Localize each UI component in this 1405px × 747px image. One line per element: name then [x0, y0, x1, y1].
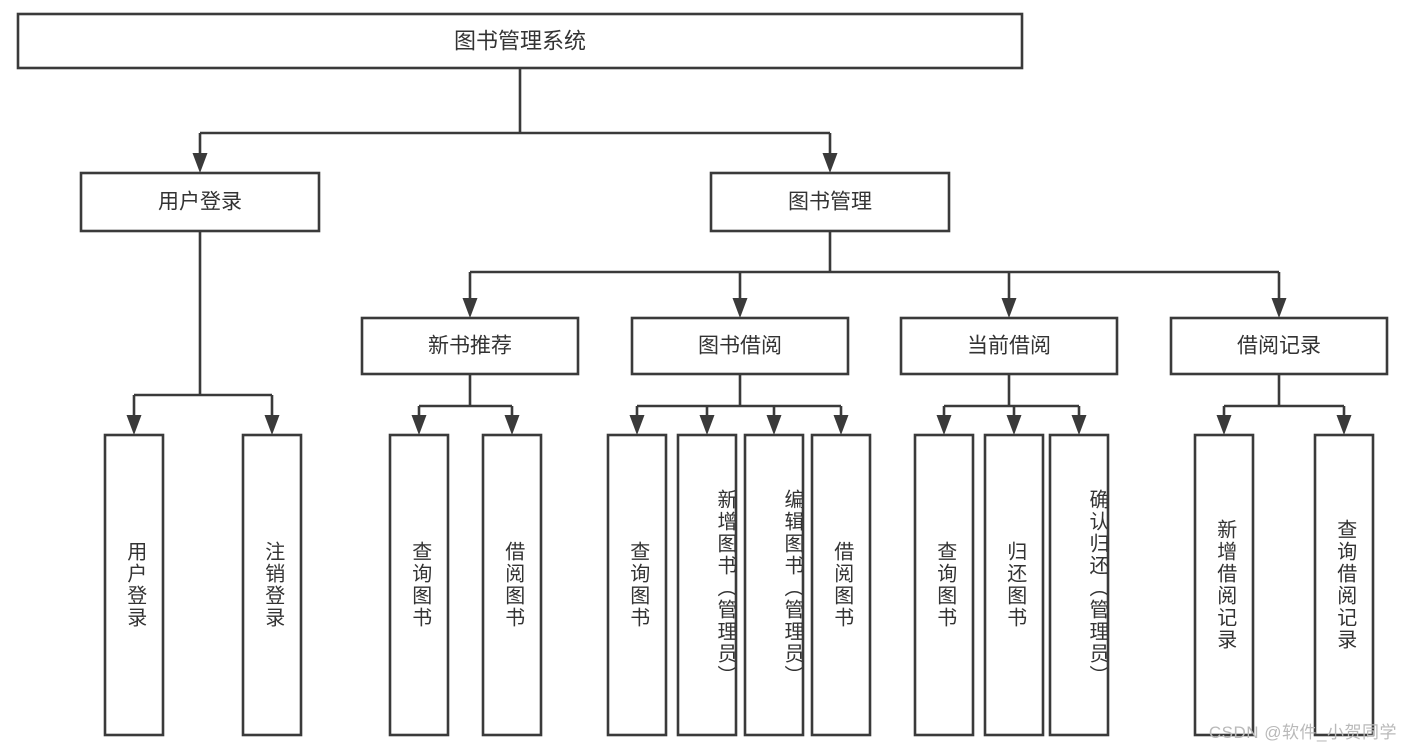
- leaf-label-wrap-leaf-query-book-borrow: 查询图书: [626, 541, 649, 629]
- connector-group-current-to-leaves: [936, 374, 1087, 435]
- leaf-label-leaf-borrow-book: 借阅图书: [830, 541, 853, 629]
- connector-group-root-to-level1: [192, 68, 838, 173]
- leaf-leaf-query-book-borrow[interactable]: 查询图书: [606, 433, 668, 737]
- leaf-label-wrap-leaf-return-book: 归还图书: [1003, 541, 1026, 629]
- node-book-borrow[interactable]: 图书借阅: [630, 316, 850, 376]
- node-user-login[interactable]: 用户登录: [79, 171, 321, 233]
- leaf-label-leaf-query-book-current: 查询图书: [933, 541, 956, 629]
- node-root[interactable]: 图书管理系统: [16, 12, 1024, 70]
- leaf-leaf-return-book[interactable]: 归还图书: [983, 433, 1045, 737]
- leaf-label-leaf-confirm-return: 确认归还（管理员）: [1086, 489, 1107, 687]
- leaf-leaf-add-book[interactable]: 新增图书（管理员）: [676, 433, 738, 737]
- node-layer: 图书管理系统用户登录图书管理新书推荐图书借阅当前借阅借阅记录用户登录注销登录查询…: [16, 12, 1389, 737]
- leaf-leaf-borrow-book-recommend[interactable]: 借阅图书: [481, 433, 543, 737]
- connector-group-record-to-leaves: [1216, 374, 1352, 435]
- leaf-label-leaf-edit-book: 编辑图书（管理员）: [781, 489, 802, 687]
- leaf-label-leaf-add-book: 新增图书（管理员）: [714, 489, 735, 687]
- leaf-label-wrap-leaf-query-book-recommend: 查询图书: [408, 541, 431, 629]
- node-book-manage[interactable]: 图书管理: [709, 171, 951, 233]
- node-label-user-login: 用户登录: [158, 191, 242, 214]
- leaf-leaf-add-borrow-record[interactable]: 新增借阅记录: [1193, 433, 1255, 737]
- leaf-label-leaf-return-book: 归还图书: [1003, 541, 1026, 629]
- leaf-label-wrap-leaf-user-login: 用户登录: [123, 541, 146, 629]
- leaf-leaf-logout[interactable]: 注销登录: [241, 433, 303, 737]
- node-label-root: 图书管理系统: [454, 29, 586, 54]
- leaf-label-leaf-add-borrow-record: 新增借阅记录: [1213, 519, 1236, 651]
- node-label-current-borrow: 当前借阅: [967, 335, 1051, 358]
- leaf-leaf-query-book-current[interactable]: 查询图书: [913, 433, 975, 737]
- leaf-label-leaf-logout: 注销登录: [261, 541, 284, 629]
- leaf-label-wrap-leaf-edit-book: 编辑图书（管理员）: [781, 489, 802, 687]
- node-label-book-borrow: 图书借阅: [698, 335, 782, 358]
- node-label-book-manage: 图书管理: [788, 191, 872, 214]
- leaf-leaf-confirm-return[interactable]: 确认归还（管理员）: [1048, 433, 1110, 737]
- leaf-label-wrap-leaf-add-borrow-record: 新增借阅记录: [1213, 519, 1236, 651]
- leaf-leaf-query-borrow-record[interactable]: 查询借阅记录: [1313, 433, 1375, 737]
- leaf-label-leaf-query-book-borrow: 查询图书: [626, 541, 649, 629]
- node-label-new-book-recommend: 新书推荐: [428, 335, 512, 358]
- connector-group-user-login-to-leaves: [126, 231, 280, 435]
- leaf-label-leaf-borrow-book-recommend: 借阅图书: [501, 541, 524, 629]
- connector-layer: [126, 68, 1352, 435]
- leaf-label-wrap-leaf-confirm-return: 确认归还（管理员）: [1086, 489, 1107, 687]
- connector-group-borrow-to-leaves: [629, 374, 849, 435]
- leaf-label-leaf-query-borrow-record: 查询借阅记录: [1333, 519, 1356, 651]
- connector-group-book-manage-to-level2: [462, 231, 1287, 318]
- leaf-label-wrap-leaf-borrow-book-recommend: 借阅图书: [501, 541, 524, 629]
- leaf-leaf-query-book-recommend[interactable]: 查询图书: [388, 433, 450, 737]
- leaf-label-leaf-query-book-recommend: 查询图书: [408, 541, 431, 629]
- leaf-leaf-borrow-book[interactable]: 借阅图书: [810, 433, 872, 737]
- connector-group-recommend-to-leaves: [411, 374, 520, 435]
- leaf-leaf-edit-book[interactable]: 编辑图书（管理员）: [743, 433, 805, 737]
- node-new-book-recommend[interactable]: 新书推荐: [360, 316, 580, 376]
- node-current-borrow[interactable]: 当前借阅: [899, 316, 1119, 376]
- leaf-label-wrap-leaf-borrow-book: 借阅图书: [830, 541, 853, 629]
- node-borrow-record[interactable]: 借阅记录: [1169, 316, 1389, 376]
- leaf-label-wrap-leaf-query-borrow-record: 查询借阅记录: [1333, 519, 1356, 651]
- leaf-label-wrap-leaf-add-book: 新增图书（管理员）: [714, 489, 735, 687]
- leaf-label-wrap-leaf-logout: 注销登录: [261, 541, 284, 629]
- node-label-borrow-record: 借阅记录: [1237, 335, 1321, 358]
- leaf-label-wrap-leaf-query-book-current: 查询图书: [933, 541, 956, 629]
- leaf-label-leaf-user-login: 用户登录: [123, 541, 146, 629]
- leaf-leaf-user-login[interactable]: 用户登录: [103, 433, 165, 737]
